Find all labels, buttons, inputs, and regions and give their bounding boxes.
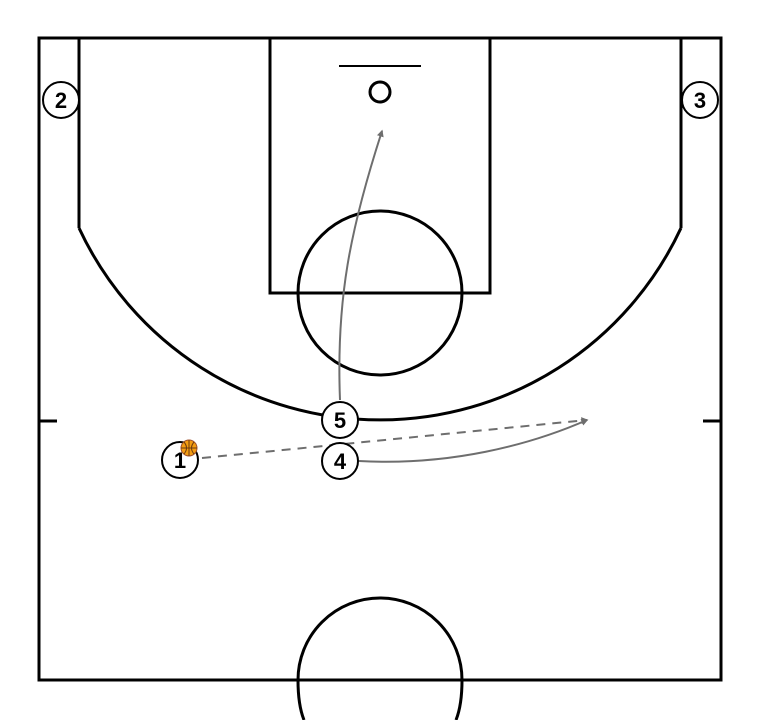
player-1[interactable]: 1 [161,439,199,479]
player-3[interactable]: 3 [681,81,719,119]
court-lines [37,36,723,720]
free-throw-circle [296,209,464,377]
cut-arrow-5 [338,129,384,401]
player-5[interactable]: 5 [321,401,359,439]
player-circle-icon [321,401,359,439]
player-2[interactable]: 2 [42,81,80,119]
player-2-label: 2 [55,88,67,113]
players: 2 3 5 4 1 [42,81,719,480]
player-circle-icon [681,81,719,119]
play-actions [201,129,589,463]
three-point-arc [77,227,683,422]
player-4-label: 4 [334,449,347,474]
player-4[interactable]: 4 [321,442,359,480]
player-circle-icon [321,442,359,480]
cut-arrow-4 [358,419,589,463]
player-1-label: 1 [174,448,186,473]
player-3-label: 3 [694,88,706,113]
player-5-label: 5 [334,408,346,433]
pass-arrow-1 [201,417,589,459]
court-boundary [37,36,723,682]
basketball-icon [180,439,198,457]
basket-hoop [368,80,392,104]
center-circle [296,596,464,720]
player-circle-icon [42,81,80,119]
free-throw-lane [268,36,492,295]
